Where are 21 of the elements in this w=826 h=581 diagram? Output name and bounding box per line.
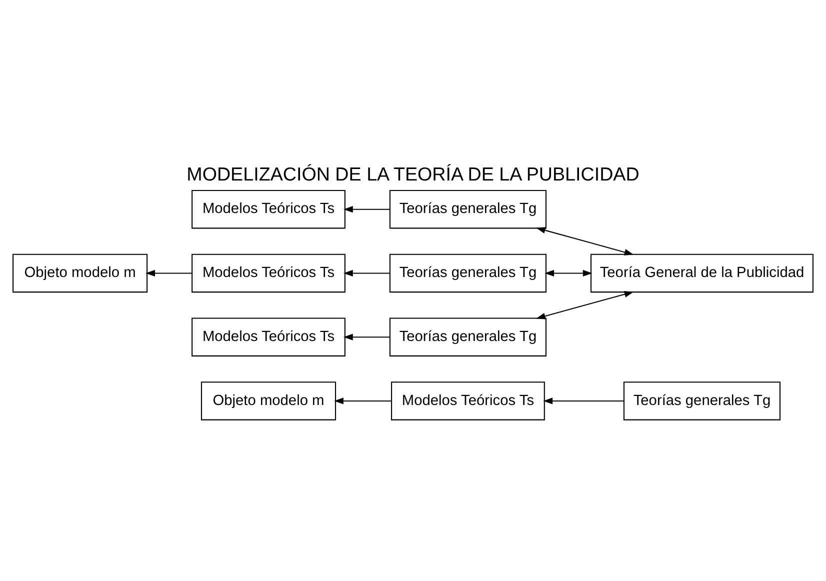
arrow (146, 270, 192, 277)
arrow (343, 206, 390, 213)
arrow (536, 227, 634, 256)
arrow (536, 291, 634, 320)
node-box: Teorías generales Tg (389, 190, 546, 229)
diagram-title: MODELIZACIÓN DE LA TEORÍA DE LA PUBLICIDAD (186, 163, 640, 184)
arrow (544, 270, 592, 277)
node-box: Modelos Teóricos Ts (192, 254, 346, 293)
node-box: Modelos Teóricos Ts (192, 318, 346, 356)
node-box: Modelos Teóricos Ts (391, 382, 545, 420)
node-box: Objeto modelo m (12, 254, 148, 293)
arrow (543, 398, 624, 404)
arrow (334, 398, 392, 404)
node-box: Teorías generales Tg (623, 382, 781, 420)
arrow (343, 334, 390, 340)
node-box: Modelos Teóricos Ts (192, 190, 346, 229)
node-box: Teoría General de la Publicidad (590, 254, 814, 293)
node-box: Teorías generales Tg (389, 254, 546, 293)
node-box: Teorías generales Tg (389, 318, 546, 356)
arrow (343, 270, 390, 277)
node-box: Objeto modelo m (200, 382, 336, 420)
